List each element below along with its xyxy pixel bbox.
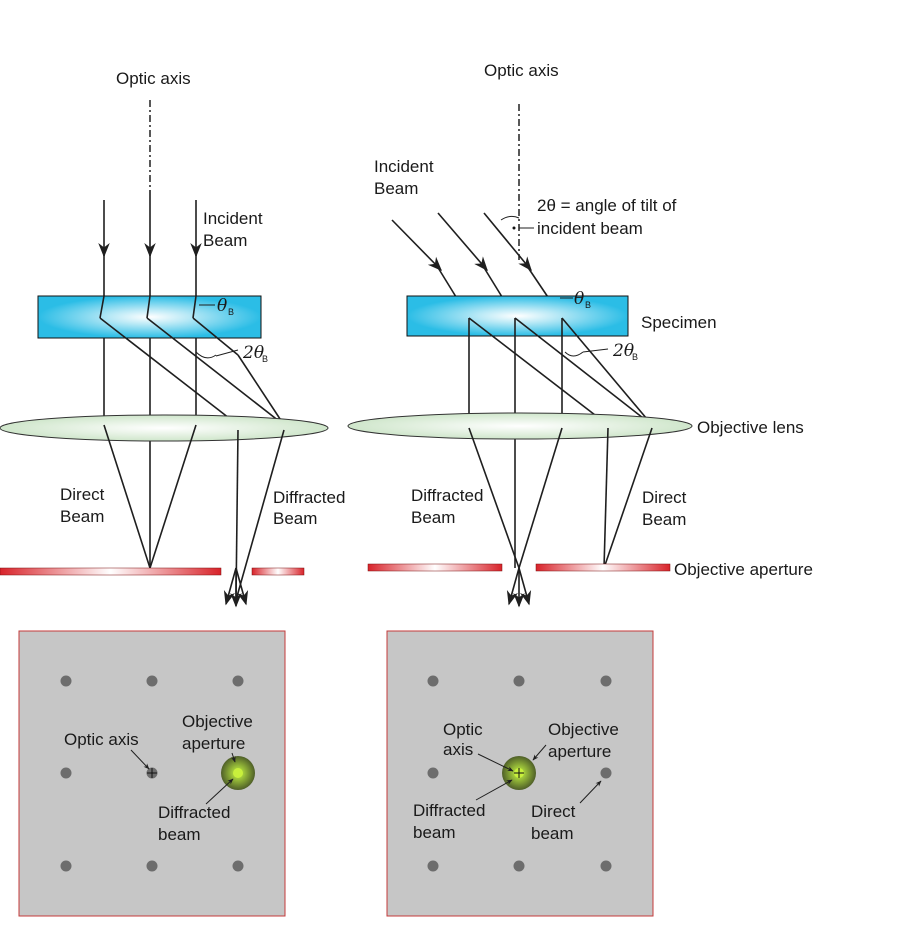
right-schematic: Optic axis Incident Beam 2θ = angle of t… [347,61,813,608]
left-aperture-strip-small [251,567,305,576]
right-incident-ray-1 [391,219,443,272]
right-direct-label-1: Direct [642,488,687,507]
left-direct-label-1: Direct [60,485,105,504]
right-tilt-label-1: 2θ = angle of tilt of [537,196,677,215]
left-optic-axis-label: Optic axis [116,69,191,88]
right-panel-direct-label-1: Direct [531,802,576,821]
right-diffracted-label-1: Diffracted [411,486,483,505]
left-objective-lens [0,414,329,442]
left-diffraction-panel: Optic axis Objective aperture Diffracted… [18,630,286,917]
right-panel-direct-label-2: beam [531,824,574,843]
right-objective-aperture-label: Objective aperture [674,560,813,579]
left-diffracted-label-1: Diffracted [273,488,345,507]
right-optic-axis-label: Optic axis [484,61,559,80]
left-panel-optic-axis-label: Optic axis [64,730,139,749]
right-panel-objective-label-2: aperture [548,742,611,761]
right-incident-ray-3 [483,212,532,272]
left-diffracted-label-2: Beam [273,509,317,528]
left-theta-b: θ [217,296,227,316]
right-optic-axis-marker [514,768,524,778]
right-objective-lens-label: Objective lens [697,418,804,437]
right-aperture-strip-left [367,563,503,572]
left-schematic: Optic axis Incident Beam θ B 2θ B [0,69,345,608]
right-panel-objective-label-1: Objective [548,720,619,739]
svg-text:B: B [262,354,268,364]
right-specimen [406,295,629,337]
right-panel-optic-label-1: Optic [443,720,483,739]
right-panel-optic-label-2: axis [443,740,473,759]
left-direct-label-2: Beam [60,507,104,526]
left-panel-objective-label-1: Objective [182,712,253,731]
left-incident-label-2: Beam [203,231,247,250]
left-incident-label-1: Incident [203,209,263,228]
svg-text:B: B [632,352,638,362]
right-tilt-label-2: incident beam [537,219,643,238]
right-two-theta-b: 2θ [612,341,634,361]
left-aperture-strip-main [0,567,222,576]
right-incident-ray-2 [437,212,488,272]
left-optic-axis-marker [147,768,157,778]
right-panel-diffracted-label-1: Diffracted [413,801,485,820]
svg-text:B: B [228,307,234,317]
left-two-theta-b: 2θ [242,343,264,363]
left-panel-diffracted-label-1: Diffracted [158,803,230,822]
right-spot-grid [427,675,612,872]
right-incident-label-1: Incident [374,157,434,176]
svg-text:B: B [585,300,591,310]
left-panel-diffracted-label-2: beam [158,825,201,844]
left-panel-objective-label-2: aperture [182,734,245,753]
right-direct-label-2: Beam [642,510,686,529]
right-theta-b: θ [574,289,584,309]
right-aperture-strip-right [535,563,671,572]
right-panel-diffracted-label-2: beam [413,823,456,842]
right-diffracted-label-2: Beam [411,508,455,527]
right-incident-label-2: Beam [374,179,418,198]
right-objective-lens [347,412,693,440]
right-diffraction-panel: Optic axis Objective aperture Diffracted… [386,630,654,917]
right-specimen-label: Specimen [641,313,717,332]
